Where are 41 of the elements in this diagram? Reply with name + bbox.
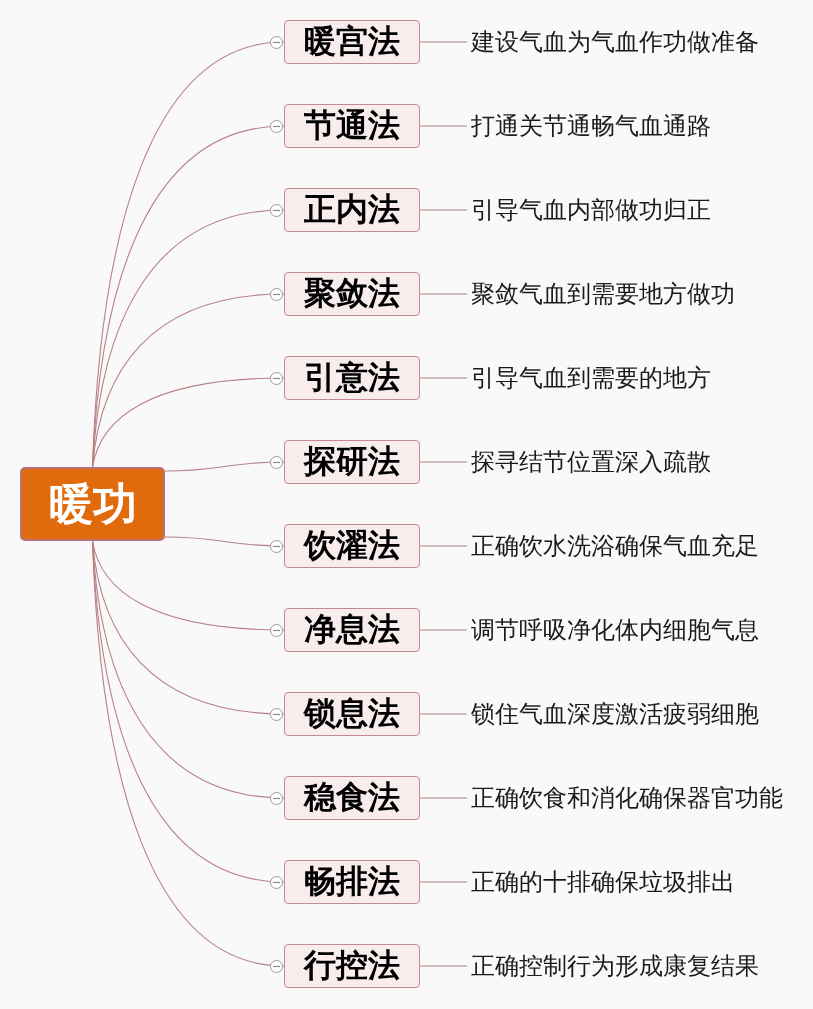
- connector-line: [419, 629, 468, 631]
- method-box: 探研法: [284, 440, 420, 484]
- description-text: 正确的十排确保垃圾排出: [471, 868, 735, 896]
- connector-line: [419, 461, 468, 463]
- connector-line: [419, 881, 468, 883]
- method-box: 暖宫法: [284, 20, 420, 64]
- description-text: 聚敛气血到需要地方做功: [471, 280, 735, 308]
- method-box: 正内法: [284, 188, 420, 232]
- connector-line: [164, 536, 285, 547]
- description-text: 引导气血到需要的地方: [471, 364, 711, 392]
- connector-line: [419, 41, 468, 43]
- description-text: 正确饮食和消化确保器官功能: [471, 784, 783, 812]
- connector-line: [91, 540, 285, 631]
- connector-line: [419, 125, 468, 127]
- method-box: 锁息法: [284, 692, 420, 736]
- method-box: 引意法: [284, 356, 420, 400]
- description-text: 调节呼吸净化体内细胞气息: [471, 616, 759, 644]
- description-text: 正确饮水洗浴确保气血充足: [471, 532, 759, 560]
- description-text: 打通关节通畅气血通路: [471, 112, 711, 140]
- method-box: 聚敛法: [284, 272, 420, 316]
- connector-line: [419, 293, 468, 295]
- connector-line: [419, 965, 468, 967]
- connector-line: [419, 209, 468, 211]
- method-box: 节通法: [284, 104, 420, 148]
- connector-line: [419, 797, 468, 799]
- description-text: 建设气血为气血作功做准备: [471, 28, 759, 56]
- description-text: 引导气血内部做功归正: [471, 196, 711, 224]
- connector-line: [419, 545, 468, 547]
- method-box: 稳食法: [284, 776, 420, 820]
- connector-line: [91, 377, 285, 468]
- description-text: 探寻结节位置深入疏散: [471, 448, 711, 476]
- topic-box: 暖功: [20, 467, 165, 541]
- description-text: 锁住气血深度激活疲弱细胞: [471, 700, 759, 728]
- method-box: 净息法: [284, 608, 420, 652]
- description-text: 正确控制行为形成康复结果: [471, 952, 759, 980]
- method-box: 行控法: [284, 944, 420, 988]
- method-box: 畅排法: [284, 860, 420, 904]
- method-box: 饮濯法: [284, 524, 420, 568]
- connector-line: [164, 461, 285, 472]
- connector-line: [419, 377, 468, 379]
- connector-line: [419, 713, 468, 715]
